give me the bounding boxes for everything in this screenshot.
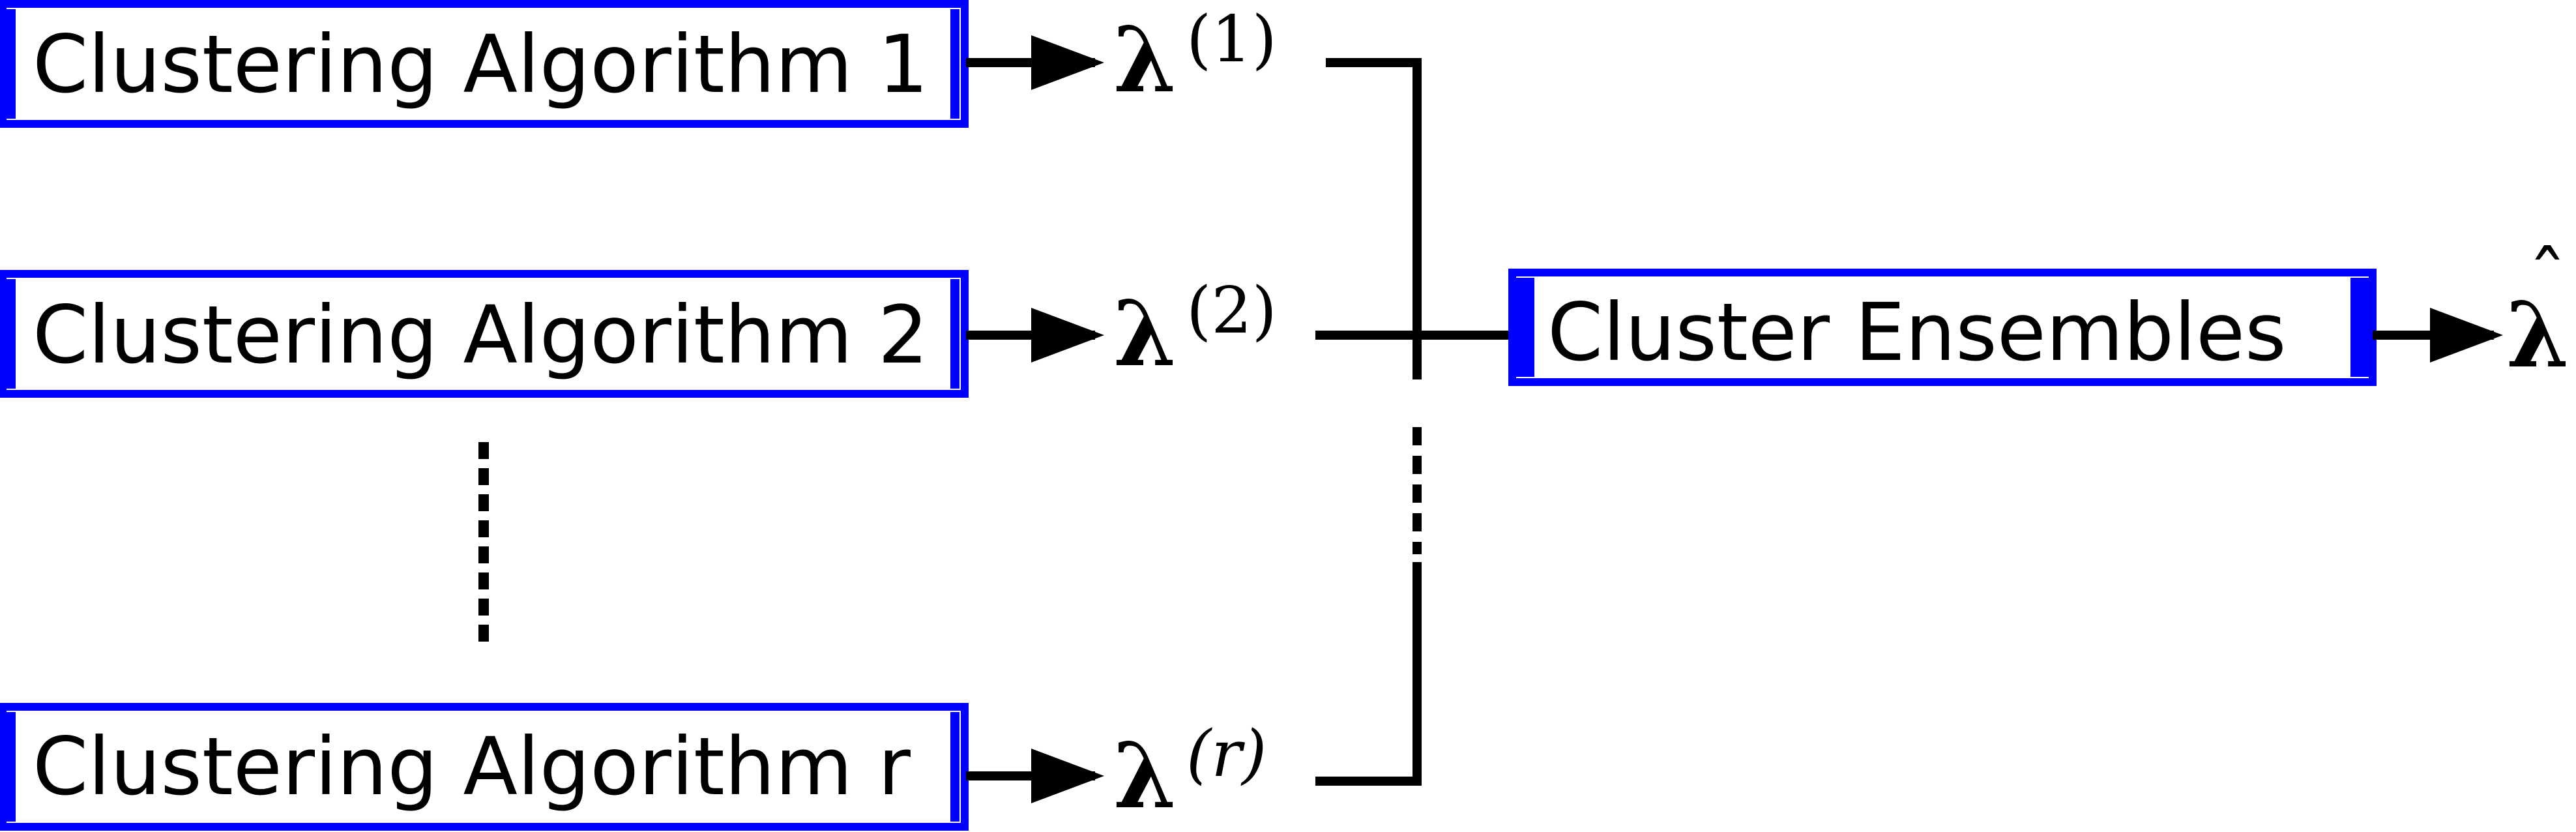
lambda-hat-symbol: ˆ [2528, 236, 2567, 327]
algorithm-label-2: Clustering Algorithm 2 [33, 289, 928, 381]
lambda-output-2: λ [1113, 280, 1177, 387]
lambda-superscript-2: (2) [1186, 274, 1277, 348]
ensemble-box: Cluster Ensembles [1508, 269, 2377, 386]
lambda-superscript-r: (r) [1186, 717, 1266, 792]
lambda-output-r: λ [1113, 722, 1177, 829]
merge-line-top [1326, 58, 1422, 379]
lambda-hat-output: λ [2506, 282, 2569, 388]
merge-line-bottom [1315, 562, 1422, 786]
algorithm-box-r: Clustering Algorithm r [0, 703, 969, 831]
lambda-superscript-1: (1) [1186, 3, 1277, 77]
algorithm-label-1: Clustering Algorithm 1 [33, 18, 928, 111]
algorithm-box-2: Clustering Algorithm 2 [0, 270, 969, 398]
algorithm-box-1: Clustering Algorithm 1 [0, 0, 969, 128]
algorithm-label-r: Clustering Algorithm r [33, 721, 911, 813]
lambda-output-1: λ [1113, 7, 1177, 113]
ensemble-label: Cluster Ensembles [1547, 286, 2287, 379]
